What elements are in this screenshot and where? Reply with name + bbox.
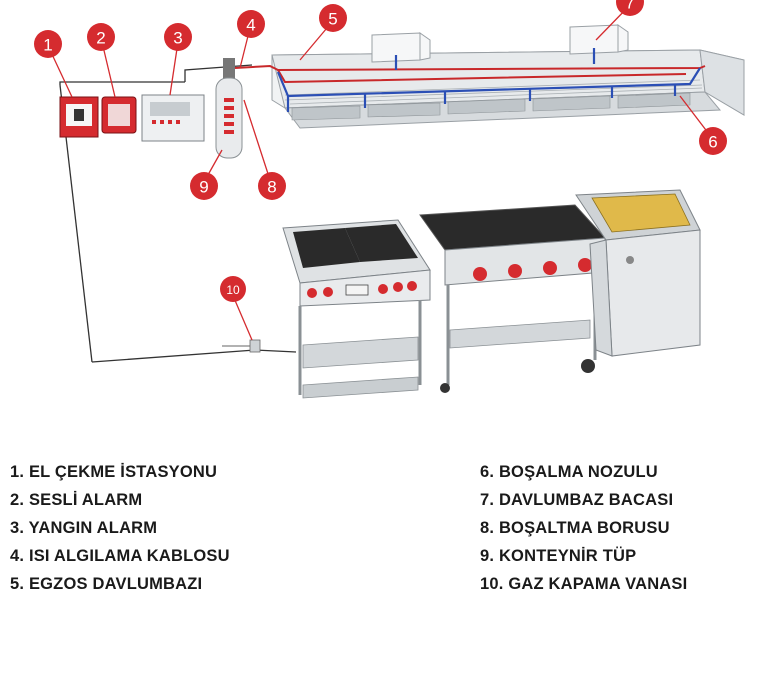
- callout-8: 8: [258, 172, 286, 200]
- callout-5: 5: [319, 4, 347, 32]
- legend-item: 5. EGZOS DAVLUMBAZI: [10, 575, 203, 593]
- discharge-pipe: [276, 48, 701, 112]
- exhaust-hood: [271, 24, 745, 129]
- callout-10-label: 10: [226, 283, 240, 297]
- callout-2: 2: [87, 23, 115, 51]
- legend-right: 6. BOŞALMA NOZULU 7. DAVLUMBAZ BACASI 8.…: [480, 458, 687, 598]
- callout-7-label: 7: [625, 0, 634, 13]
- legend-item: 3. YANGIN ALARM: [10, 519, 158, 537]
- callout-1-label: 1: [43, 36, 52, 55]
- agent-cylinder: [215, 58, 243, 159]
- sounder-alarm: [101, 96, 137, 134]
- callout-7: 7: [616, 0, 644, 16]
- manual-pull-station: [59, 96, 99, 138]
- legend-item: 8. BOŞALTMA BORUSU: [480, 519, 670, 537]
- callout-9-label: 9: [199, 178, 208, 197]
- legend-item: 10. GAZ KAPAMA VANASI: [480, 575, 688, 593]
- callout-6-label: 6: [708, 133, 717, 152]
- legend-item: 9. KONTEYNİR TÜP: [480, 547, 637, 565]
- callout-6: 6: [699, 127, 727, 155]
- legend-item: 2. SESLİ ALARM: [10, 491, 143, 509]
- callout-9: 9: [190, 172, 218, 200]
- legend-left: 1. EL ÇEKME İSTASYONU 2. SESLİ ALARM 3. …: [10, 458, 230, 598]
- hood-chimney: [371, 24, 629, 63]
- heat-detection-cable: [234, 64, 706, 84]
- legend-item: 1. EL ÇEKME İSTASYONU: [10, 463, 218, 481]
- legend-item: 6. BOŞALMA NOZULU: [480, 463, 658, 481]
- legend-item: 7. DAVLUMBAZ BACASI: [480, 491, 674, 509]
- griddle: [419, 204, 607, 393]
- gas-range: [282, 219, 431, 399]
- fire-alarm-panel: [141, 94, 205, 142]
- callout-1: 1: [34, 30, 62, 58]
- callout-5-label: 5: [328, 10, 337, 29]
- callout-10: 10: [220, 276, 246, 302]
- fryer: [575, 189, 701, 357]
- callout-8-label: 8: [267, 178, 276, 197]
- callout-4-label: 4: [246, 16, 255, 35]
- callout-2-label: 2: [96, 29, 105, 48]
- callout-3-label: 3: [173, 29, 182, 48]
- legend-item: 4. ISI ALGILAMA KABLOSU: [10, 547, 230, 565]
- gas-shutoff-valve: [222, 339, 261, 353]
- callout-3: 3: [164, 23, 192, 51]
- kitchen-fire-suppression-diagram: 1 2 3 4 5 6 7 8 9 10: [34, 0, 745, 399]
- callout-4: 4: [237, 10, 265, 38]
